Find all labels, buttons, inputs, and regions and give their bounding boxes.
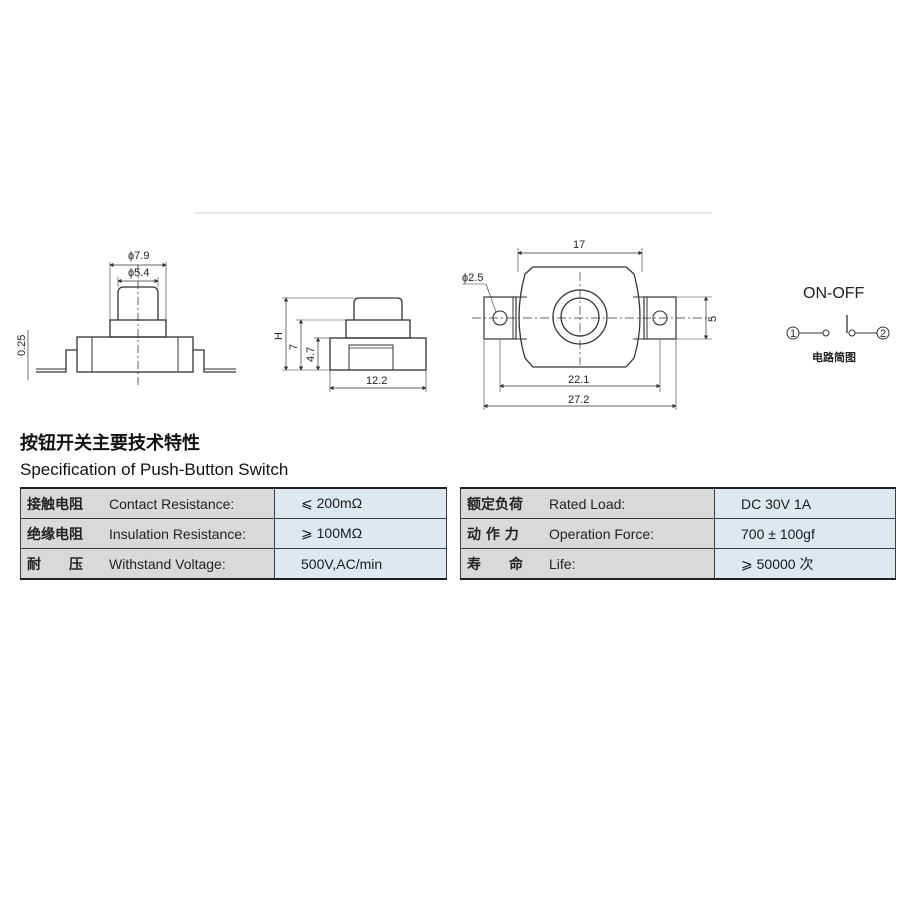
spec-value-withstand-voltage: 500V,AC/min (274, 548, 447, 580)
top-view (462, 248, 712, 410)
switch-technical-drawing: ϕ7.9 ϕ5.4 0.25 H 7 4.7 12.2 (16, 212, 890, 410)
dim-height-h: H (273, 332, 285, 340)
dim-height-7: 7 (288, 344, 300, 350)
dim-tab-height: 5 (707, 316, 719, 322)
circuit-diagram (786, 315, 890, 340)
dim-overall-length: 27.2 (568, 394, 589, 406)
spec-title-english: Specification of Push-Button Switch (20, 460, 289, 479)
circuit-title: ON-OFF (803, 285, 865, 302)
dim-inner-diameter: ϕ5.4 (128, 267, 149, 279)
dim-hole-diameter: ϕ2.5 (462, 272, 483, 284)
spec-value-operation-force: 700 ± 100gf (714, 518, 896, 549)
spec-title-chinese: 按钮开关主要技术特性 (20, 433, 200, 454)
dim-body-width: 12.2 (366, 375, 387, 387)
spec-value-insulation-resistance: ⩾ 100MΩ (274, 518, 447, 549)
dim-outer-diameter: ϕ7.9 (128, 250, 149, 262)
middle-side-view (282, 297, 427, 392)
terminal-1-label: 1 (790, 328, 796, 340)
spec-value-contact-resistance: ⩽ 200mΩ (274, 487, 447, 519)
left-side-view (27, 262, 236, 385)
dim-height-4-7: 4.7 (305, 347, 317, 362)
spec-value-life: ⩾ 50000 次 (714, 548, 896, 580)
terminal-2-label: 2 (880, 328, 886, 340)
circuit-caption: 电路简图 (812, 350, 856, 364)
dim-hole-spacing: 22.1 (568, 374, 589, 386)
dim-terminal-thickness: 0.25 (16, 335, 28, 356)
spec-value-rated-load: DC 30V 1A (714, 487, 896, 519)
dim-body-width-17: 17 (573, 239, 585, 251)
